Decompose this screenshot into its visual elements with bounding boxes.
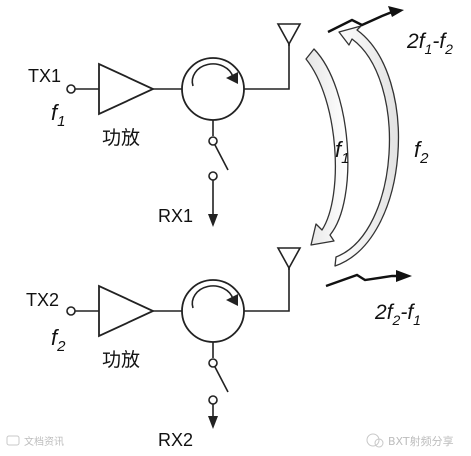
coupling-arrow-f2 — [334, 25, 400, 267]
im-product-top-label: 2f1-f2 — [406, 30, 453, 57]
watermark-left: 文档资讯 — [6, 435, 64, 448]
amplifier-2-label: 功放 — [102, 349, 140, 371]
tx1-label: TX1 — [28, 66, 61, 86]
channel-1 — [66, 23, 302, 227]
rx2-arrow-icon — [208, 416, 218, 429]
tx1-input-terminal — [66, 84, 76, 94]
circulator1-to-antenna-wire — [244, 43, 290, 90]
coupling-f2-label: f2 — [414, 137, 429, 167]
amplifier-2-icon — [98, 284, 156, 338]
amplifier-1-label: 功放 — [102, 127, 140, 149]
circulator2-to-antenna-wire — [244, 266, 290, 312]
tx2-input-terminal — [66, 306, 76, 316]
watermark-right: BXT射频分享 — [366, 433, 454, 448]
rx1-switch-icon — [208, 136, 229, 181]
rx2-switch-icon — [208, 358, 229, 405]
tx2-freq-label: f2 — [51, 325, 66, 355]
coupling-arrow-f1 — [305, 48, 349, 246]
rx1-arrow-icon — [208, 214, 218, 227]
tx2-label: TX2 — [26, 290, 59, 310]
im-arrow-top-icon — [327, 6, 404, 34]
im-product-bottom-label: 2f2-f1 — [374, 301, 421, 328]
circulator-2-icon — [181, 279, 245, 343]
channel-2 — [66, 247, 302, 429]
watermark-right-text: BXT射频分享 — [388, 434, 454, 448]
antenna-1-icon — [276, 23, 302, 46]
antenna-2-icon — [276, 247, 302, 270]
tx1-freq-label: f1 — [51, 100, 65, 130]
im-arrow-bottom-icon — [325, 270, 412, 288]
circulator-1-icon — [181, 57, 245, 121]
watermark-left-text: 文档资讯 — [24, 435, 64, 448]
coupling-f1-label: f1 — [335, 137, 349, 167]
rx1-label: RX1 — [158, 206, 193, 226]
amplifier-1-icon — [98, 62, 156, 116]
rx2-label: RX2 — [158, 430, 193, 450]
